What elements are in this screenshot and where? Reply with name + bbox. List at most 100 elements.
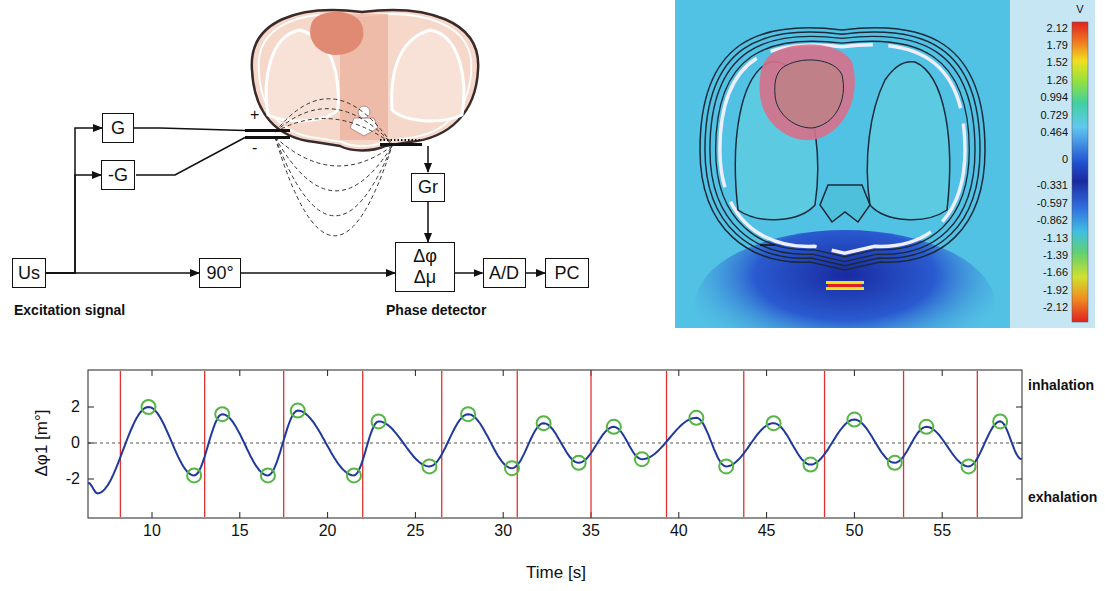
signal-arrow [46,128,102,273]
tick-label: 50 [845,522,863,540]
block-box: A/D [483,258,526,288]
box-label: A/D [489,263,519,284]
breath-marker [666,371,667,517]
colorbar-label: -1.39 [1043,249,1068,262]
colorbar-label: -0.597 [1037,197,1068,210]
extremum-marker [537,416,551,430]
tick [854,370,855,376]
box-label: G [111,118,125,139]
tick [152,370,153,376]
text-label: inhalation [1028,377,1094,393]
colorbar-label: V [1076,3,1083,16]
colorbar-label: -1.66 [1043,266,1068,279]
colorbar-panel [1010,0,1095,328]
extremum-marker [505,461,519,475]
zero-line [88,443,1022,444]
breath-marker [824,371,825,517]
tick [1016,407,1022,408]
extremum-marker [187,468,201,482]
breath-marker [743,371,744,517]
text-label: + [250,106,259,124]
tick [1016,479,1022,480]
signal-curve [88,407,1022,493]
block-box: PC [545,258,589,288]
tick-label: 30 [494,522,512,540]
extremum-marker [291,404,305,418]
tick-label: -2 [66,470,80,488]
signal-arrow [241,272,395,274]
extremum-marker [461,407,475,421]
extremum-marker [804,458,818,472]
block-box: Δφ Δμ [395,242,455,292]
tick [88,479,94,480]
field-simulation [675,0,1010,328]
tick [678,512,679,518]
breath-marker [903,371,904,517]
breathing-chart [88,370,1022,518]
tick [88,443,94,444]
extremum-marker [607,420,621,434]
tick-label: 35 [582,522,600,540]
field-lines [275,99,392,236]
tick [239,370,240,376]
tick-label: 40 [670,522,688,540]
box-label: -G [108,165,128,186]
extremum-marker [372,414,386,428]
tick [942,512,943,518]
tick-label: 2 [71,398,80,416]
breath-marker [977,371,978,517]
tick [766,370,767,376]
box-label: Gr [418,177,438,198]
text-label: Excitation signal [14,302,125,318]
plot-frame [88,370,1022,518]
box-label: 90° [206,263,233,284]
colorbar-label: -1.13 [1043,232,1068,245]
tick [239,512,240,518]
electrodes [245,129,422,146]
colorbar [1072,22,1088,322]
extremum-marker [422,459,436,473]
tick-label: 20 [319,522,337,540]
extremum-marker [347,468,361,482]
extremum-marker [141,400,155,414]
text-label: - [252,139,257,157]
block-box: -G [101,160,135,190]
extremum-marker [767,416,781,430]
text-label: Phase detector [386,302,486,318]
tick [327,370,328,376]
extremum-marker [888,456,902,470]
signal-arrow [46,175,101,273]
box-label: Δφ Δμ [413,246,437,287]
colorbar-label: -0.862 [1037,214,1068,227]
tick [152,512,153,518]
extremum-marker [719,459,733,473]
colorbar-label: 1.79 [1047,39,1068,52]
wires [134,128,428,175]
text-label: Δφ1 [m°] [32,410,52,477]
tick-label: 0 [71,434,80,452]
breath-marker [590,371,591,517]
block-box: Gr [411,173,445,202]
box-label: PC [554,263,579,284]
tick [503,512,504,518]
tick [678,370,679,376]
tick [1016,443,1022,444]
extremum-marker [919,420,933,434]
extremum-marker [689,411,703,425]
block-box: 90° [199,258,241,288]
tick [503,370,504,376]
signal-arrow [46,272,199,274]
tick-label: 45 [758,522,776,540]
tick [327,512,328,518]
extremum-marker [993,414,1007,428]
colorbar-label: -2.12 [1043,301,1068,314]
box-label: Us [18,263,40,284]
block-box: G [102,113,134,143]
extremum-marker [847,413,861,427]
colorbar-label: -0.331 [1037,179,1068,192]
extremum-marker [572,456,586,470]
tick [88,407,94,408]
